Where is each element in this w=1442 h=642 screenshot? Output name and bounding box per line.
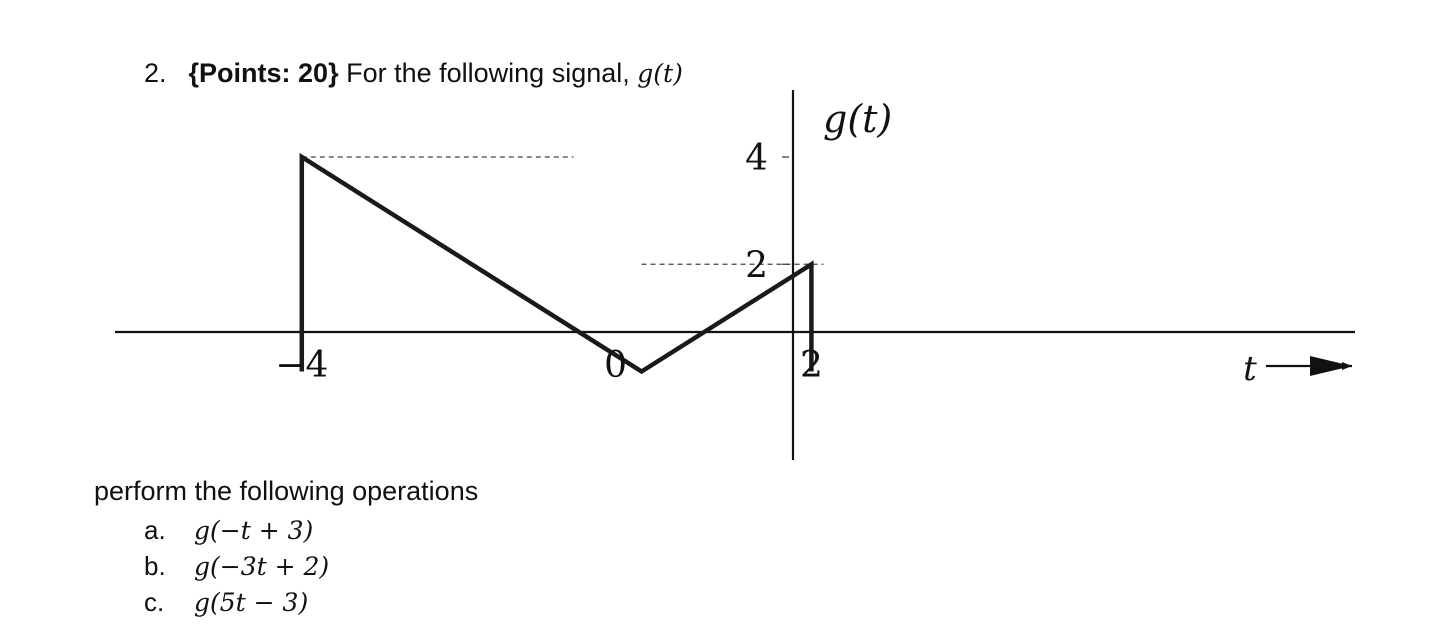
x-tick-label: −4 <box>275 345 328 386</box>
question-number: 2. <box>144 58 167 88</box>
operation-letter: a. <box>144 514 166 545</box>
question-points: {Points: 20} <box>188 58 339 88</box>
signal-curve <box>299 152 814 375</box>
y-tick-label: 4 <box>745 138 768 179</box>
question-signal: g(t) <box>637 59 683 88</box>
x-tick-label: 2 <box>800 345 823 386</box>
operation-expression: g(5t − 3) <box>194 587 309 617</box>
question-header: 2. {Points: 20} For the following signal,… <box>144 58 683 89</box>
y-tick-label: 2 <box>745 245 768 286</box>
arrow-head-icon <box>1310 356 1352 376</box>
x-tick-label: 0 <box>604 345 627 386</box>
operation-letter: c. <box>144 586 165 617</box>
question-text: For the following signal, <box>346 58 630 88</box>
operation-expression: g(−3t + 2) <box>194 551 330 581</box>
instructions-text: perform the following operations <box>94 476 479 506</box>
y-axis-label: g(t) <box>823 97 892 141</box>
x-axis-label: t <box>1243 349 1257 389</box>
operation-item-c: c. g(5t − 3) <box>144 584 329 620</box>
operation-expression: g(−t + 3) <box>194 515 314 545</box>
operation-item-b: b. g(−3t + 2) <box>144 548 329 584</box>
operations-list: a. g(−t + 3) b. g(−3t + 2) c. g(5t − 3) <box>144 512 329 620</box>
operation-letter: b. <box>144 550 166 581</box>
operation-item-a: a. g(−t + 3) <box>144 512 329 548</box>
